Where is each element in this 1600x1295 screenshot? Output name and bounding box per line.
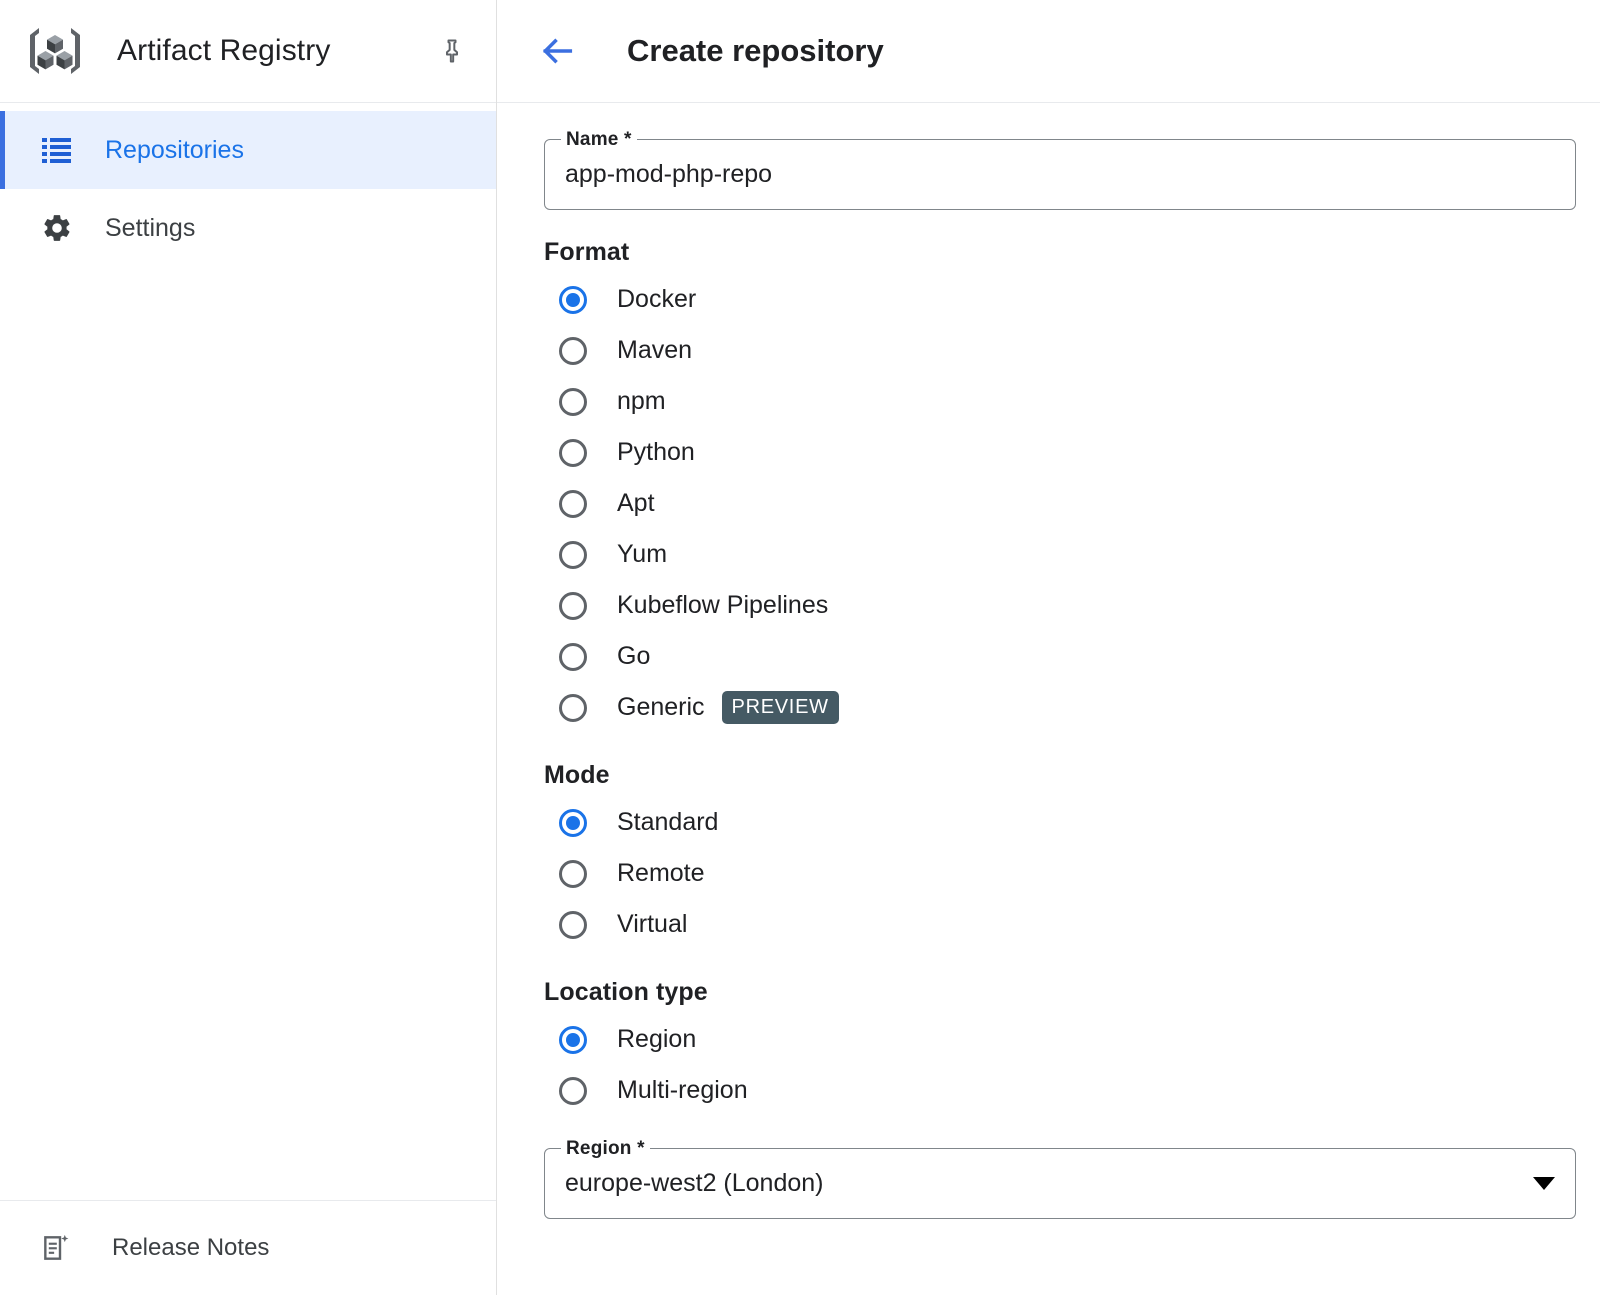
release-notes-label: Release Notes <box>112 1234 270 1261</box>
format-group-title: Format <box>544 238 630 266</box>
radio-icon[interactable] <box>559 693 587 722</box>
location-type-option-region[interactable]: Region <box>544 1014 1578 1065</box>
pin-icon[interactable] <box>432 31 472 71</box>
radio-icon[interactable] <box>559 285 587 314</box>
format-option-npm[interactable]: npm <box>544 376 1578 427</box>
list-icon <box>41 134 73 166</box>
mode-option-label: Virtual <box>617 910 688 938</box>
format-option-go[interactable]: Go <box>544 631 1578 682</box>
format-option-maven[interactable]: Maven <box>544 325 1578 376</box>
page-header: Create repository <box>497 0 1600 103</box>
page-title: Create repository <box>627 33 884 68</box>
format-option-label: Yum <box>617 540 668 568</box>
radio-icon[interactable] <box>559 540 587 569</box>
gear-icon <box>41 212 73 244</box>
mode-option-label: Standard <box>617 808 719 836</box>
name-field-value: app-mod-php-repo <box>565 160 773 188</box>
chevron-down-icon[interactable] <box>1533 1177 1555 1190</box>
radio-icon[interactable] <box>559 859 587 888</box>
sidebar-spacer <box>0 267 496 1200</box>
format-option-yum[interactable]: Yum <box>544 529 1578 580</box>
region-field-wrapper: Region * europe-west2 (London) <box>544 1138 1578 1219</box>
region-field-label: Region * <box>561 1138 650 1160</box>
radio-icon[interactable] <box>559 489 587 518</box>
format-option-generic[interactable]: Generic PREVIEW <box>544 682 1578 733</box>
sidebar: Artifact Registry <box>0 0 497 1295</box>
format-option-python[interactable]: Python <box>544 427 1578 478</box>
mode-option-standard[interactable]: Standard <box>544 797 1578 848</box>
main-content: Create repository Name * app-mod-php-rep… <box>497 0 1600 1295</box>
release-notes-link[interactable]: Release Notes <box>0 1200 496 1295</box>
radio-icon[interactable] <box>559 336 587 365</box>
format-option-label: Docker <box>617 285 697 313</box>
location-type-option-label: Region <box>617 1025 697 1053</box>
location-type-option-multi-region[interactable]: Multi-region <box>544 1065 1578 1116</box>
format-group: Format Docker Maven npm Python <box>544 238 1578 733</box>
location-type-group: Location type Region Multi-region <box>544 978 1578 1116</box>
radio-icon[interactable] <box>559 438 587 467</box>
location-type-option-label: Multi-region <box>617 1076 748 1104</box>
sidebar-item-label: Settings <box>105 213 196 242</box>
format-option-label: Go <box>617 642 651 670</box>
create-repository-form: Name * app-mod-php-repo Format Docker Ma… <box>497 103 1600 1295</box>
mode-group-title: Mode <box>544 761 610 789</box>
mode-group: Mode Standard Remote Virtual <box>544 761 1578 950</box>
radio-icon[interactable] <box>559 642 587 671</box>
sidebar-item-settings[interactable]: Settings <box>0 189 496 267</box>
name-field-label: Name * <box>561 129 637 151</box>
format-option-label: Apt <box>617 489 655 517</box>
sidebar-nav: Repositories Settings <box>0 103 496 267</box>
location-type-group-title: Location type <box>544 978 708 1006</box>
format-option-kubeflow-pipelines[interactable]: Kubeflow Pipelines <box>544 580 1578 631</box>
preview-badge: PREVIEW <box>721 691 839 724</box>
format-option-docker[interactable]: Docker <box>544 274 1578 325</box>
release-notes-icon <box>40 1232 72 1264</box>
radio-icon[interactable] <box>559 808 587 837</box>
sidebar-item-label: Repositories <box>105 135 244 164</box>
format-option-label: Python <box>617 438 695 466</box>
back-arrow-icon[interactable] <box>533 27 581 75</box>
format-option-apt[interactable]: Apt <box>544 478 1578 529</box>
sidebar-item-repositories[interactable]: Repositories <box>0 111 496 189</box>
name-field[interactable]: Name * app-mod-php-repo <box>544 129 1576 210</box>
format-option-label: Kubeflow Pipelines <box>617 591 829 619</box>
radio-icon[interactable] <box>559 591 587 620</box>
format-option-label: Maven <box>617 336 693 364</box>
radio-icon[interactable] <box>559 910 587 939</box>
artifact-registry-logo-icon <box>26 25 84 77</box>
radio-icon[interactable] <box>559 387 587 416</box>
app-title: Artifact Registry <box>117 34 331 67</box>
radio-icon[interactable] <box>559 1076 587 1105</box>
radio-icon[interactable] <box>559 1025 587 1054</box>
region-field-value: europe-west2 (London) <box>565 1169 824 1197</box>
sidebar-header: Artifact Registry <box>0 0 496 103</box>
mode-option-remote[interactable]: Remote <box>544 848 1578 899</box>
mode-option-virtual[interactable]: Virtual <box>544 899 1578 950</box>
region-select[interactable]: Region * europe-west2 (London) <box>544 1138 1576 1219</box>
format-option-label: Generic <box>617 693 705 721</box>
format-option-label: npm <box>617 387 666 415</box>
mode-option-label: Remote <box>617 859 705 887</box>
